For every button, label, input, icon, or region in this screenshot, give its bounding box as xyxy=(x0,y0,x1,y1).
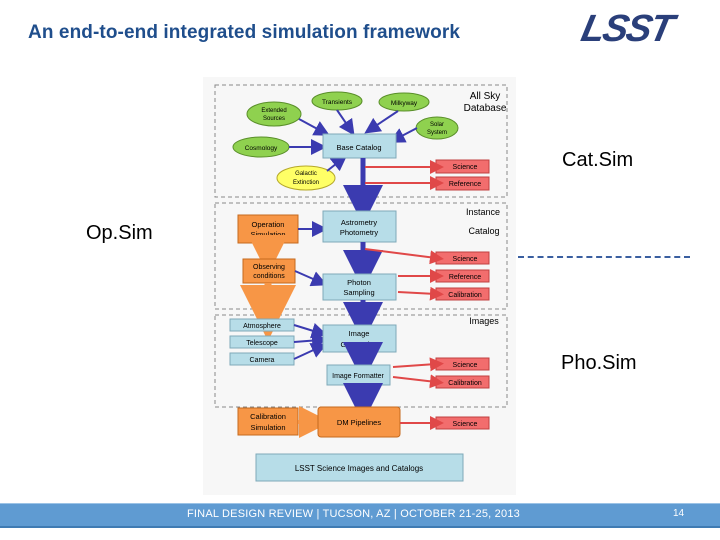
catalog-label: Catalog xyxy=(468,226,499,236)
galactic-text-2: Extinction xyxy=(293,180,319,186)
observing-text-2: conditions xyxy=(253,273,285,280)
opsim-text-1: Operation xyxy=(252,220,285,229)
lsst-products-text: LSST Science Images and Catalogs xyxy=(295,464,423,473)
image-gen-text-1: Image xyxy=(349,329,370,338)
arrow-to-instance-science xyxy=(364,248,444,265)
images-science-text: Science xyxy=(453,362,478,369)
instance-science-text: Science xyxy=(453,256,478,263)
logo-text: LSST xyxy=(577,8,676,50)
instance-calibration-text: Calibration xyxy=(448,292,482,299)
extended-text-1: Extended xyxy=(261,108,286,114)
images-calibration-text: Calibration xyxy=(448,380,482,387)
milkyway-node xyxy=(378,92,430,112)
camera-text: Camera xyxy=(250,357,275,364)
astrometry-text-2: Photometry xyxy=(340,228,379,237)
allsky-label-line2: Database xyxy=(464,103,507,114)
calibration-simulation-box xyxy=(237,407,299,436)
catalog-science-text: Science xyxy=(453,164,478,171)
calsim-text-1: Calibration xyxy=(250,412,286,421)
instance-reference-text: Reference xyxy=(449,274,481,281)
arrow-extended xyxy=(298,118,331,136)
calsim-text-2: Simulation xyxy=(250,423,285,432)
extended-sources-node xyxy=(246,101,302,127)
footer-text: FINAL DESIGN REVIEW | TUCSON, AZ | OCTOB… xyxy=(187,508,520,520)
dashed-separator xyxy=(518,256,690,258)
arrow-camera xyxy=(293,343,328,360)
observing-text-1: Observing xyxy=(253,264,285,271)
transients-text: Transients xyxy=(322,99,353,106)
allsky-label-line1: All Sky xyxy=(470,91,501,102)
milkyway-text: Milkyway xyxy=(391,100,418,107)
images-label: Images xyxy=(469,316,499,326)
instance-section-frame xyxy=(214,202,508,310)
base-catalog-text: Base Catalog xyxy=(336,143,381,152)
label-catsim: Cat.Sim xyxy=(562,149,634,171)
page-number: 14 xyxy=(673,508,685,519)
extended-text-2: Sources xyxy=(263,116,285,122)
instance-label: Instance xyxy=(466,207,500,217)
solar-text-1: Solar xyxy=(430,122,444,128)
observing-conditions-box xyxy=(242,258,296,284)
telescope-text: Telescope xyxy=(246,340,278,347)
slide-title: An end-to-end integrated simulation fram… xyxy=(28,22,461,43)
astrometry-text-1: Astrometry xyxy=(341,218,378,227)
arrow-telescope xyxy=(293,332,328,349)
dm-science-text: Science xyxy=(453,421,478,428)
photon-sampling-box xyxy=(322,273,397,301)
images-section-frame xyxy=(214,314,508,408)
atmosphere-text: Atmosphere xyxy=(243,323,281,330)
dm-pipelines-text: DM Pipelines xyxy=(337,418,381,427)
photon-text-1: Photon xyxy=(347,278,371,287)
solar-text-2: System xyxy=(427,130,447,136)
galactic-text-1: Galactic xyxy=(295,171,317,177)
galactic-extinction-node xyxy=(276,165,336,191)
base-catalog-box xyxy=(322,133,397,159)
simulation-framework-diagram: All Sky Database Instance Catalog Images… xyxy=(203,77,516,495)
arrow-milkyway xyxy=(364,110,399,134)
label-opsim: Op.Sim xyxy=(86,222,153,244)
image-gen-text-2: Generation xyxy=(340,340,377,349)
astrometry-photometry-box xyxy=(322,210,397,243)
arrow-to-images-calibration xyxy=(392,374,444,389)
arrow-to-instance-calibration xyxy=(397,286,444,301)
arrow-galactic xyxy=(326,155,348,172)
image-formatter-text: Image Formatter xyxy=(332,373,384,380)
footer-bar: FINAL DESIGN REVIEW | TUCSON, AZ | OCTOB… xyxy=(0,503,720,528)
lsst-logo: LSST xyxy=(578,8,710,52)
catalog-reference-text: Reference xyxy=(449,181,481,188)
opsim-text-2: Simulation xyxy=(250,230,285,239)
photon-text-2: Sampling xyxy=(343,288,374,297)
cosmology-text: Cosmology xyxy=(245,145,278,152)
arrow-transients xyxy=(336,109,355,136)
arrow-to-images-science xyxy=(392,357,444,372)
lsst-products-box xyxy=(255,453,464,482)
arrow-observing-to-photon xyxy=(294,270,328,287)
arrow-solar xyxy=(388,127,418,143)
label-phosim: Pho.Sim xyxy=(561,352,637,374)
arrow-atmosphere xyxy=(293,323,328,339)
